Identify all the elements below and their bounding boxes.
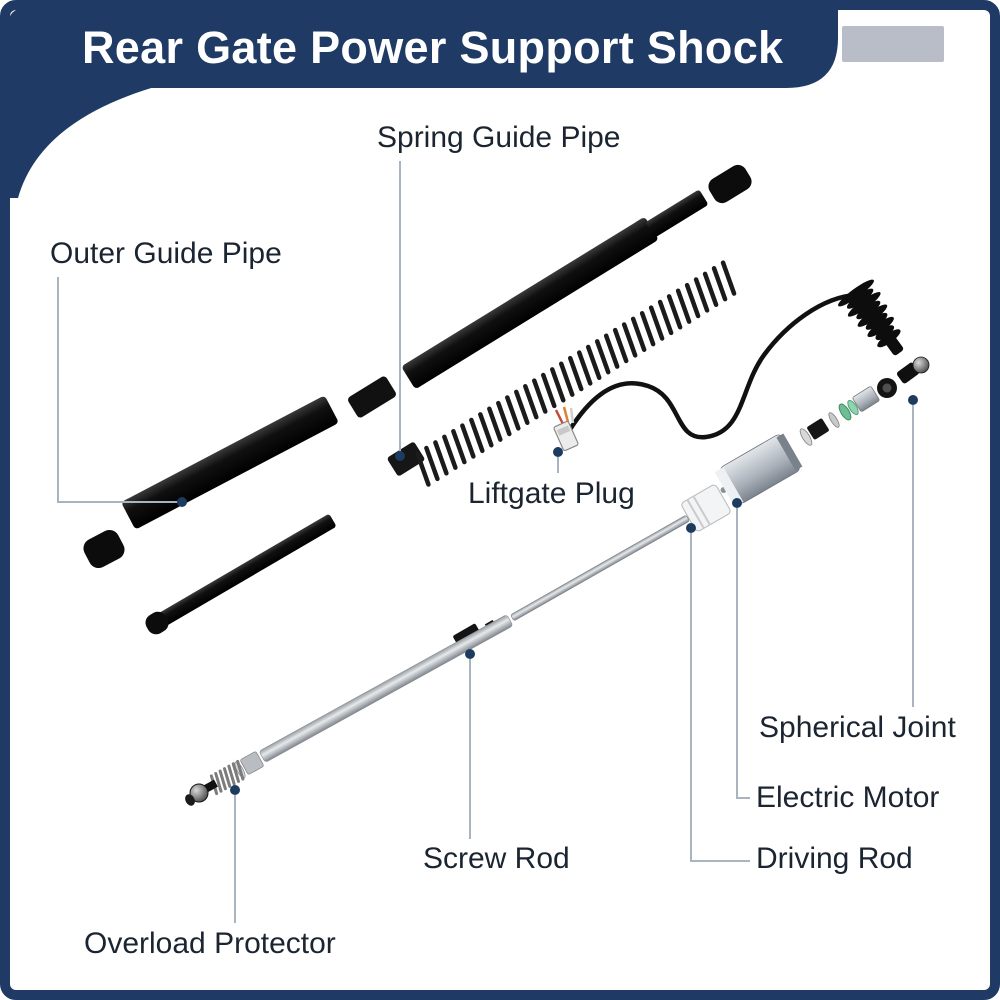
liftgate-plug-dot	[553, 447, 563, 457]
overload-protector-part	[185, 759, 245, 806]
label-spring-guide-pipe: Spring Guide Pipe	[377, 121, 621, 154]
screw-rod-dot	[465, 649, 475, 659]
outer-guide-pipe-part	[83, 396, 338, 635]
spring-guide-pipe-dot	[395, 451, 405, 461]
electric-motor-leader	[736, 508, 750, 799]
electric-motor-dot	[732, 498, 742, 508]
outer-guide-pipe-dot	[177, 497, 187, 507]
driving-rod-leader	[690, 533, 750, 862]
liftgate-cable-part	[553, 279, 904, 452]
label-driving-rod: Driving Rod	[756, 842, 913, 875]
overload-protector-dot	[230, 785, 240, 795]
green-spacer-disc	[847, 399, 859, 416]
inner-pipe-part	[145, 514, 336, 635]
driving-rod-part	[234, 615, 513, 779]
green-spacer-disc	[838, 403, 852, 421]
bearing-part	[852, 386, 880, 412]
header-banner-shape	[8, 8, 944, 198]
page-title: Rear Gate Power Support Shock	[82, 22, 784, 73]
electric-motor-part	[714, 433, 803, 507]
rubber-boot-part	[838, 279, 904, 356]
spherical-joint-part	[896, 356, 930, 384]
spring-seat-sleeve	[387, 442, 425, 476]
driving-rod-dot	[686, 523, 696, 533]
outer-guide-pipe-leader	[57, 277, 178, 503]
liftgate-plug-part	[553, 406, 579, 452]
coil-spring-part	[387, 260, 737, 487]
label-liftgate-plug: Liftgate Plug	[468, 477, 635, 510]
label-electric-motor: Electric Motor	[756, 781, 940, 814]
label-overload-protector: Overload Protector	[84, 927, 336, 960]
gray-accent-block	[842, 26, 944, 62]
small-hardware-parts	[799, 378, 897, 446]
leader-lines	[57, 161, 918, 923]
gearbox-coupling-part	[681, 484, 731, 532]
banner-swoosh	[8, 86, 158, 198]
label-spherical-joint: Spherical Joint	[759, 711, 956, 744]
label-screw-rod: Screw Rod	[423, 842, 570, 875]
spring-guide-pipe-part	[348, 164, 752, 418]
label-outer-guide-pipe: Outer Guide Pipe	[50, 237, 282, 270]
spherical-joint-dot	[908, 395, 918, 405]
